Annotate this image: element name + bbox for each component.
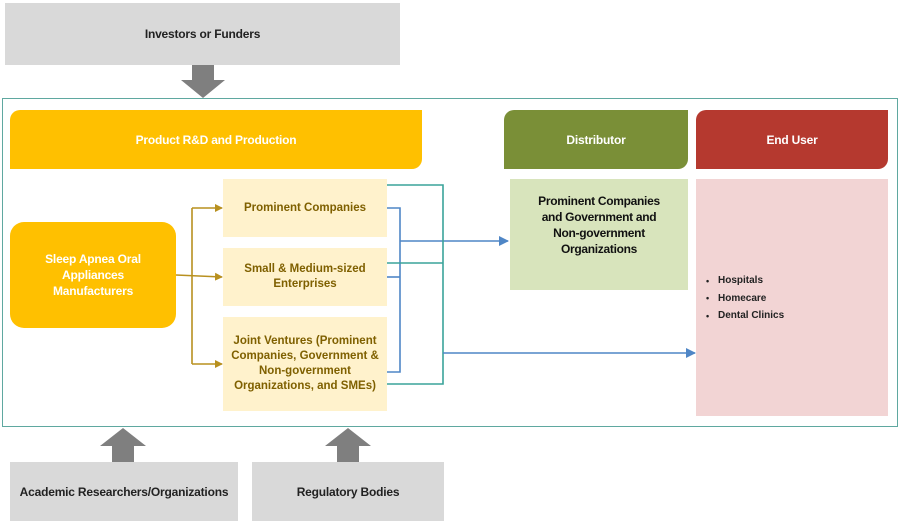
value-chain-frame bbox=[2, 98, 898, 427]
distributor-header-label: Distributor bbox=[566, 132, 626, 147]
academic-researchers-box: Academic Researchers/Organizations bbox=[10, 462, 238, 521]
investors-box: Investors or Funders bbox=[5, 3, 400, 65]
end-user-box: •Hospitals •Homecare •Dental Clinics bbox=[696, 179, 888, 416]
blue-bracket bbox=[387, 207, 401, 373]
category-prominent-companies: Prominent Companies bbox=[223, 179, 387, 237]
manufacturers-label: Sleep Apnea Oral Appliances Manufacturer… bbox=[45, 252, 141, 298]
investors-label: Investors or Funders bbox=[144, 27, 261, 41]
gold-arrow-smes bbox=[175, 272, 223, 281]
category-joint-ventures: Joint Ventures (Prominent Companies, Gov… bbox=[223, 317, 387, 411]
regulatory-bodies-label: Regulatory Bodies bbox=[296, 484, 400, 499]
end-user-header-label: End User bbox=[766, 132, 818, 147]
rd-header-label: Product R&D and Production bbox=[135, 132, 297, 147]
up-arrow-icon bbox=[325, 428, 371, 462]
distributor-header: Distributor bbox=[504, 110, 688, 169]
category-label: Prominent Companies bbox=[243, 201, 367, 214]
up-arrow-icon bbox=[100, 428, 146, 462]
teal-bracket bbox=[387, 184, 444, 385]
distributor-label: Prominent Companies and Government and N… bbox=[538, 193, 660, 256]
end-user-list: •Hospitals •Homecare •Dental Clinics bbox=[706, 272, 784, 325]
down-arrow-icon bbox=[181, 65, 225, 98]
end-user-item: •Hospitals bbox=[706, 275, 764, 287]
category-label: Joint Ventures (Prominent Companies, Gov… bbox=[231, 335, 379, 392]
rd-header: Product R&D and Production bbox=[10, 110, 422, 169]
distributor-box: Prominent Companies and Government and N… bbox=[510, 179, 688, 290]
end-user-header: End User bbox=[696, 110, 888, 169]
end-user-item: •Homecare bbox=[706, 292, 767, 304]
gold-connector bbox=[175, 204, 223, 368]
blue-connector bbox=[387, 207, 509, 373]
manufacturers-box: Sleep Apnea Oral Appliances Manufacturer… bbox=[10, 222, 176, 328]
end-user-item: •Dental Clinics bbox=[706, 310, 785, 322]
regulatory-bodies-box: Regulatory Bodies bbox=[252, 462, 444, 521]
category-label: Small & Medium-sized Enterprises bbox=[244, 263, 366, 290]
category-smes: Small & Medium-sized Enterprises bbox=[223, 248, 387, 306]
academic-researchers-label: Academic Researchers/Organizations bbox=[19, 484, 229, 499]
teal-connector bbox=[387, 184, 444, 385]
